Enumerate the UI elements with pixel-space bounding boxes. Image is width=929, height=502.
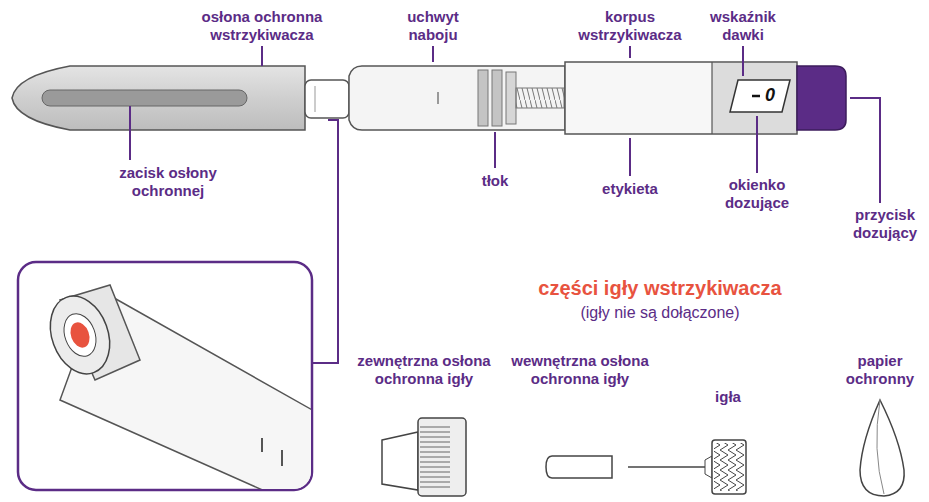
part-label: zacisk osłony ochronnej: [93, 164, 243, 200]
part-label: etykieta: [585, 180, 675, 198]
part-label: przycisk dozujący: [845, 206, 925, 242]
part-label: papier ochronny: [835, 352, 925, 388]
part-label: wskaźnik dawki: [698, 8, 788, 44]
part-label: uchwyt naboju: [388, 8, 478, 44]
part-label: zewnętrzna osłona ochronna igły: [354, 352, 494, 388]
part-label: tłok: [465, 172, 525, 190]
part-label: wewnętrzna osłona ochronna igły: [510, 352, 650, 388]
section-note: (igły nie są dołączone): [500, 303, 820, 323]
part-label: okienko dozujące: [707, 176, 807, 212]
section-heading: części igły wstrzykiwacza: [500, 276, 820, 300]
part-label: osłona ochronna wstrzykiwacza: [187, 8, 337, 44]
part-label: korpus wstrzykiwacza: [575, 8, 685, 44]
dose-number: 0: [759, 84, 781, 106]
part-label: igła: [698, 388, 758, 406]
